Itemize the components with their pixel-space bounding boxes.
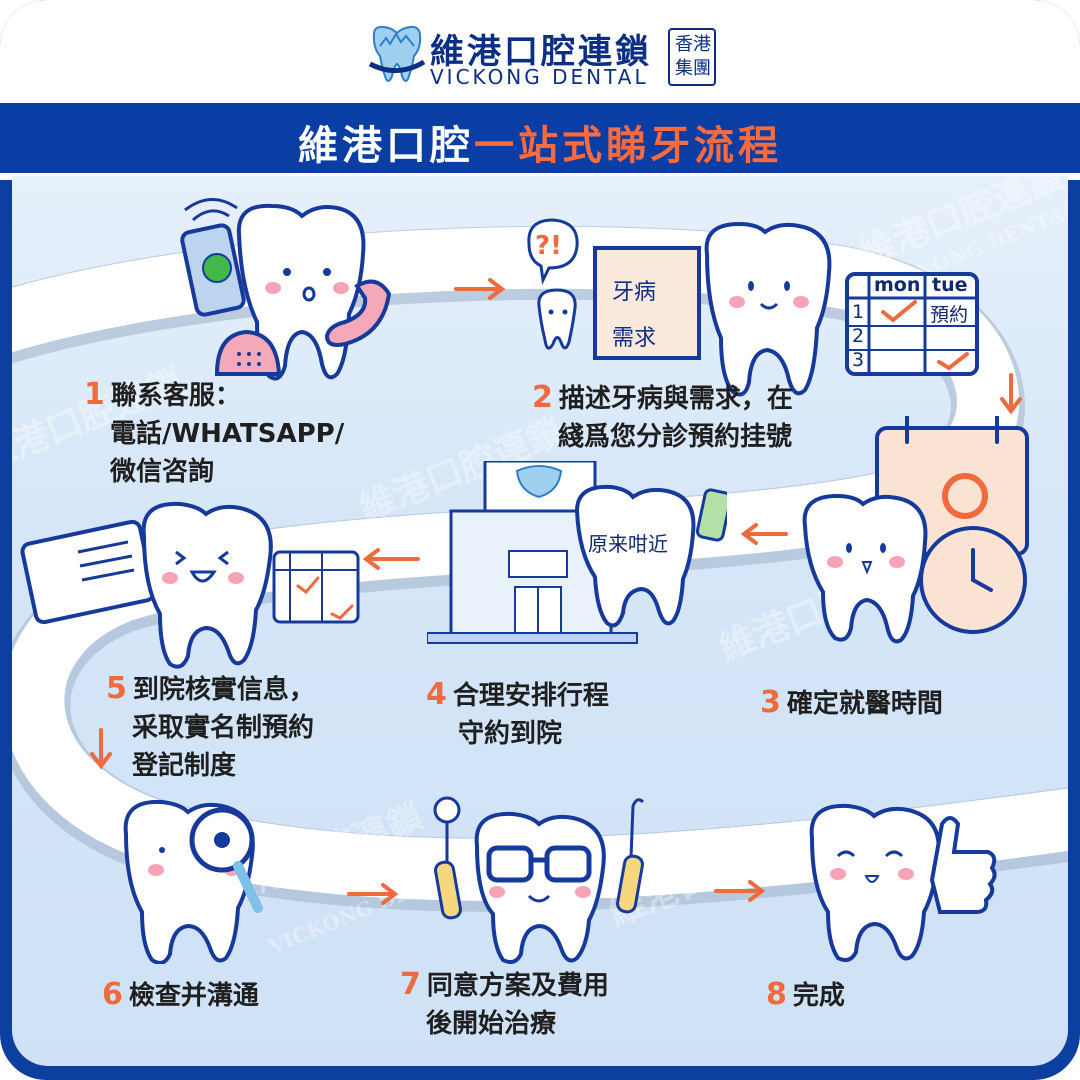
step3-illustration [802, 416, 1029, 644]
step6-illustration [123, 799, 263, 964]
arrow-left-icon [740, 523, 788, 545]
arrow-right-icon [714, 880, 766, 902]
calendar-row-1: 1 [852, 301, 865, 323]
step-number: 7 [400, 967, 421, 1002]
step-text: 微信咨詢 [110, 457, 215, 487]
brand-name-cn: 維港口腔連鎖 [430, 32, 652, 72]
calendar-mon: mon [874, 274, 921, 296]
calendar-row-3: 3 [852, 349, 865, 371]
brand-name-en: VICKONG DENTAL [430, 65, 649, 89]
step-text: 描述牙病與需求，在 [558, 384, 793, 414]
step2-illustration [527, 218, 979, 397]
step-text: 完成 [792, 981, 845, 1011]
step-text: 後開始治療 [426, 1009, 557, 1039]
step4-illustration [427, 461, 727, 644]
brand-badge: 香港 集團 [668, 28, 716, 86]
step-text: 守約到院 [458, 719, 563, 749]
step8-illustration [809, 803, 997, 962]
page-title: 維港口腔一站式睇牙流程 [0, 113, 1080, 171]
step5-illustration [20, 501, 360, 669]
step-text: 登記制度 [132, 751, 237, 781]
arrow-left-icon [362, 548, 420, 570]
calendar-tue: tue [932, 274, 968, 296]
step-number: 8 [766, 977, 787, 1012]
calendar-booked: 預約 [930, 304, 969, 326]
step-text: 綫爲您分診預約挂號 [558, 422, 793, 452]
process-content: 維港口腔連鎖 維港口腔連鎖 維港口腔連鎖 維港口腔連鎖 維港口腔連鎖 維港口腔連… [12, 176, 1068, 1066]
calendar-row-2: 2 [852, 325, 865, 347]
title-brand: 維港口腔 [298, 122, 474, 169]
step-text: 到院核實信息， [132, 675, 315, 705]
step4-bubble-text: 原来咁近 [588, 532, 668, 556]
step-text: 檢查并溝通 [128, 981, 259, 1011]
step2-note-line2: 需求 [612, 326, 657, 351]
step2-note-line1: 牙病 [612, 280, 657, 305]
step1-illustration [180, 198, 392, 381]
step-number: 4 [426, 677, 447, 712]
step-number: 3 [760, 685, 781, 720]
step-number: 5 [106, 671, 127, 706]
arrow-down-icon [1000, 373, 1022, 415]
step-text: 同意方案及費用 [426, 971, 609, 1001]
step-number: 2 [532, 380, 553, 415]
step-number: 1 [84, 377, 105, 412]
brand-logo: 維港口腔連鎖 VICKONG DENTAL 香港 集團 [366, 24, 718, 90]
brand-badge-text: 香港 集團 [675, 34, 711, 79]
step-text: 合理安排行程 [452, 681, 609, 711]
step-text: 采取實名制預約 [132, 713, 315, 743]
step-text: 聯系客服： [110, 381, 241, 411]
arrow-right-icon [454, 278, 506, 300]
step2-bubble-text: ?! [535, 231, 562, 261]
title-process: 一站式睇牙流程 [474, 122, 782, 169]
step-text: 確定就醫時間 [786, 689, 943, 719]
step-number: 6 [102, 977, 123, 1012]
tooth-logo-icon [368, 25, 426, 82]
step7-illustration [433, 796, 645, 964]
arrow-right-icon [347, 883, 399, 905]
arrow-down-icon [90, 728, 112, 770]
step-text: 電話/WHATSAPP/ [110, 419, 345, 449]
title-band [0, 103, 1080, 173]
